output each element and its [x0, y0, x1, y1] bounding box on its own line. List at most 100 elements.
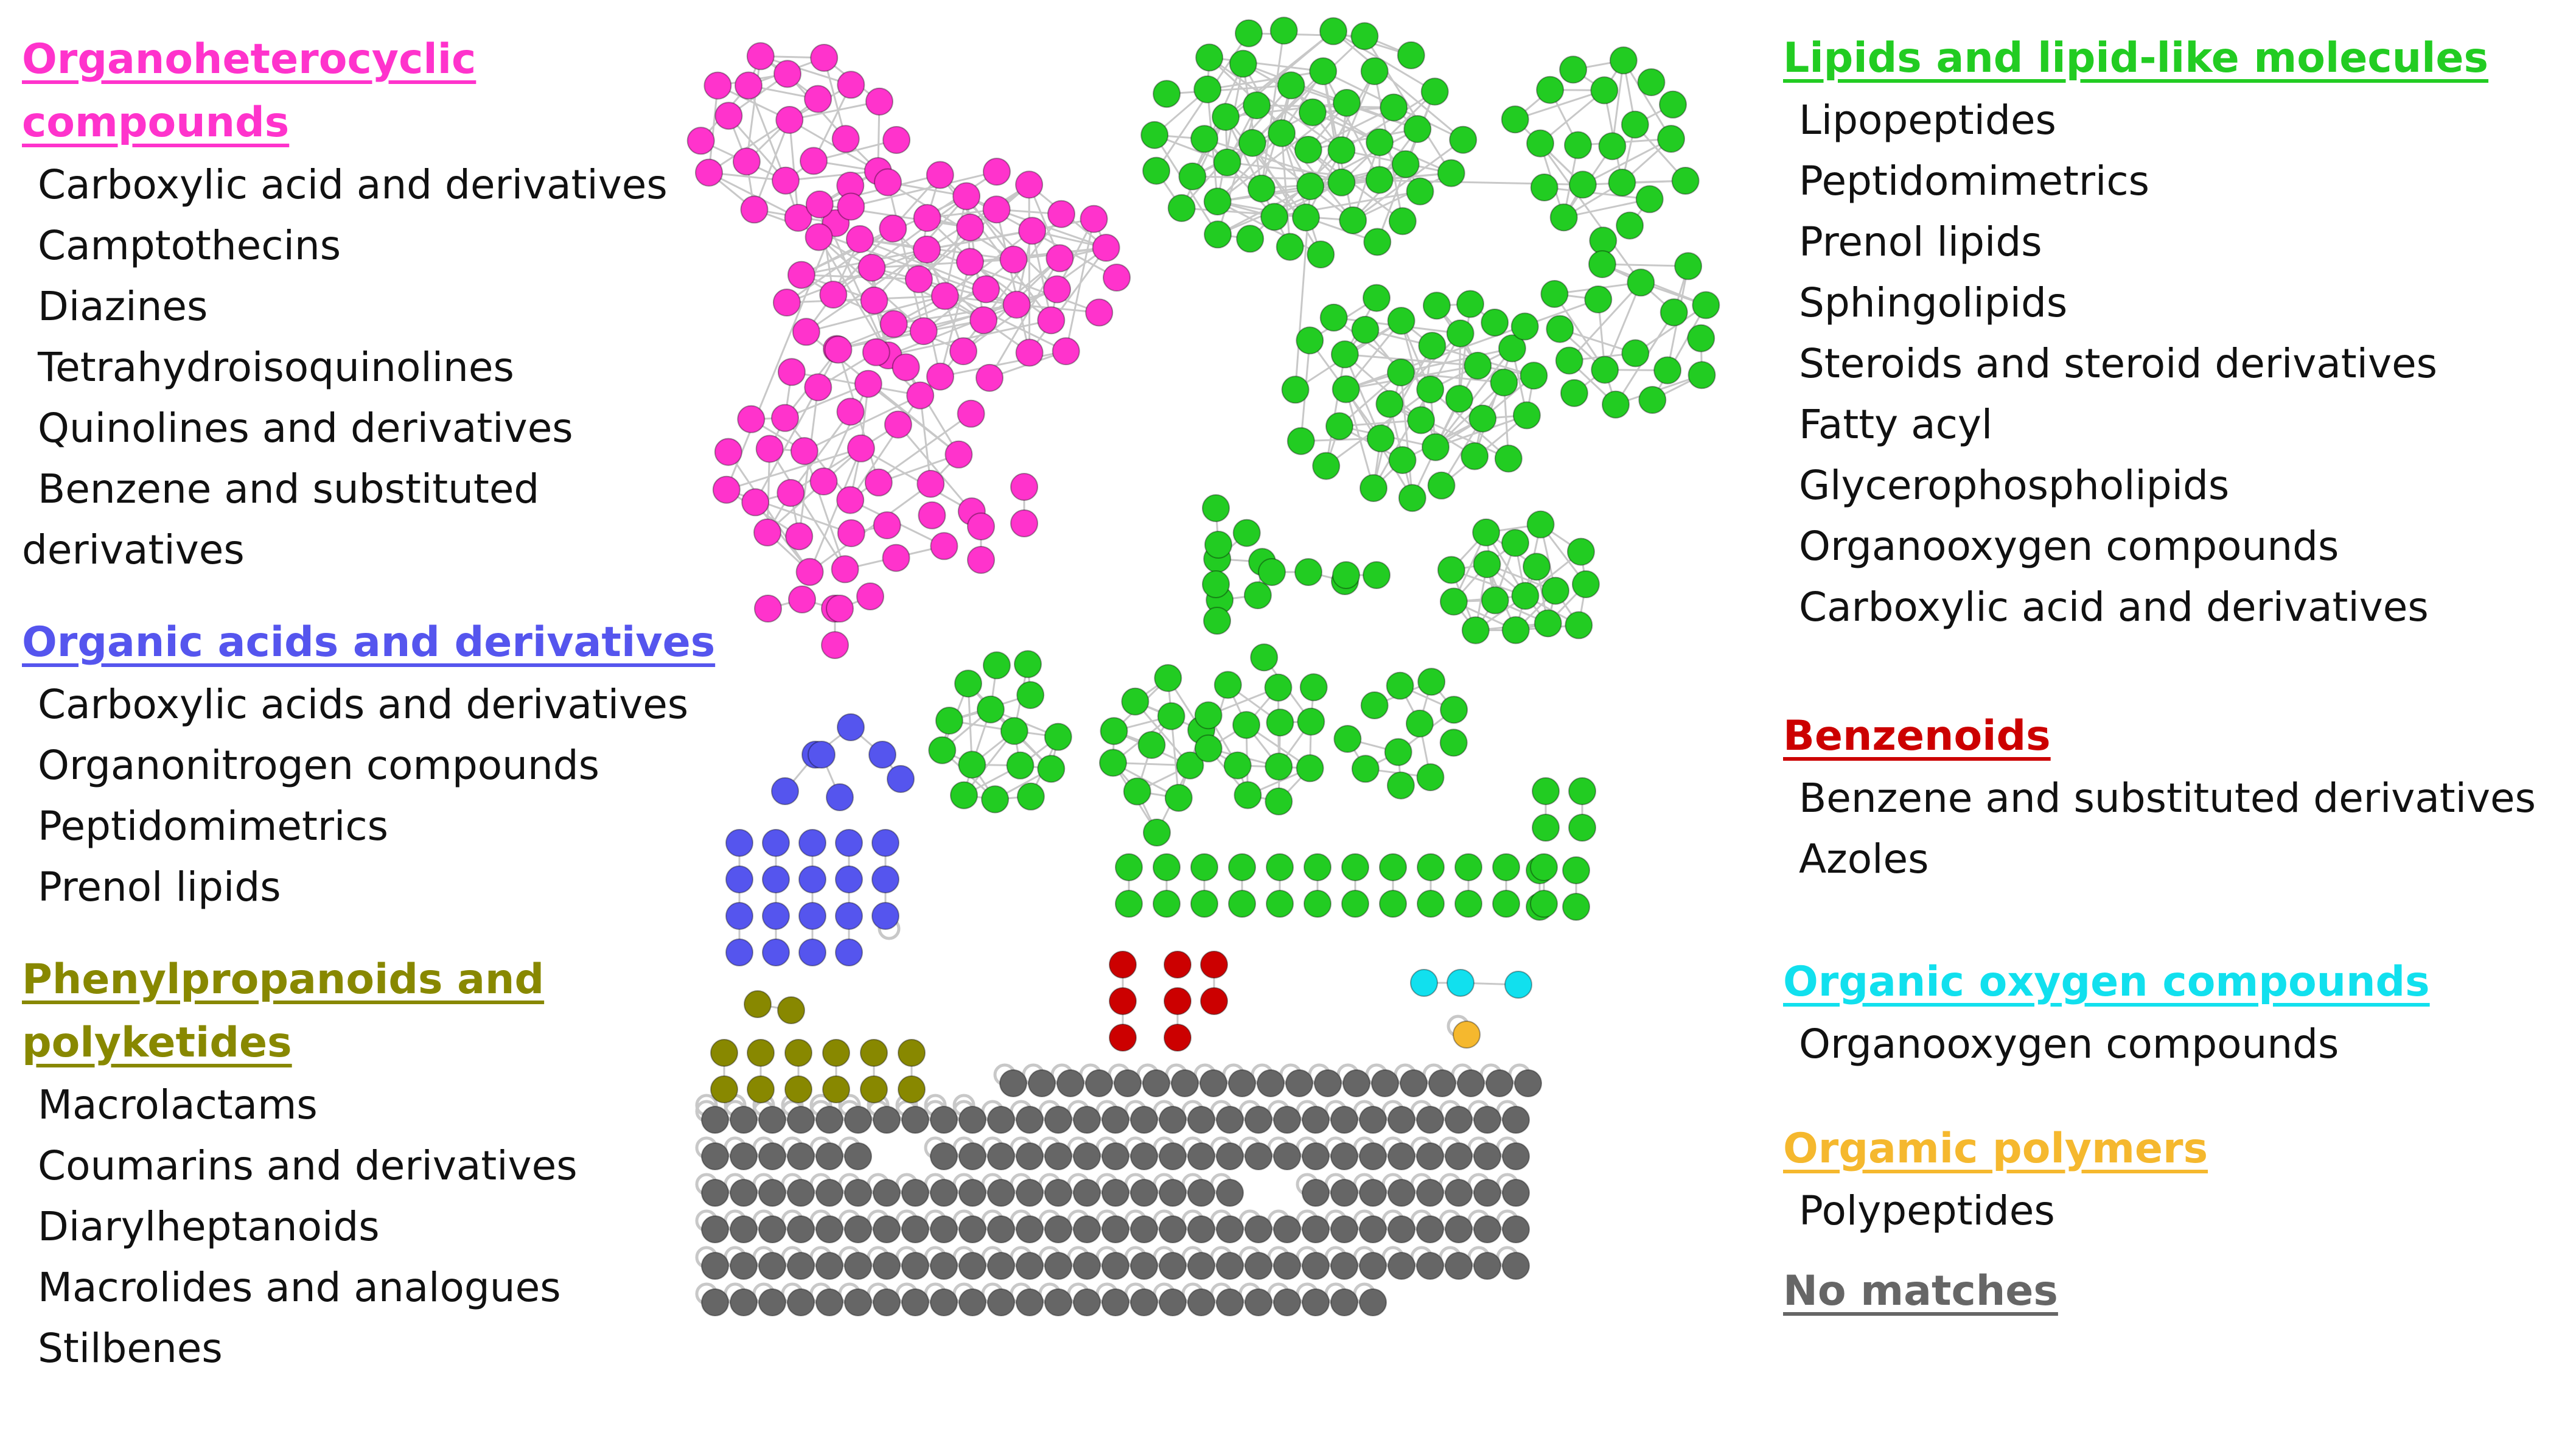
- node-lipids: [1688, 361, 1716, 389]
- node-lipids: [1511, 582, 1540, 610]
- network-edge: [1544, 186, 1650, 200]
- node-no-match: [787, 1142, 815, 1170]
- node-no-match: [873, 1288, 901, 1316]
- legend-item: Peptidomimetrics: [38, 803, 388, 850]
- node-lipids: [1099, 749, 1127, 777]
- legend-item: Organonitrogen compounds: [38, 742, 600, 789]
- network-edge: [1333, 30, 1436, 93]
- node-lipids: [1142, 156, 1171, 185]
- node-no-match: [1101, 1215, 1129, 1243]
- node-organoheterocyclic: [904, 265, 933, 293]
- node-no-match: [1359, 1215, 1387, 1243]
- network-edge: [789, 119, 879, 172]
- node-organic-acids: [868, 741, 896, 769]
- node-no-match: [1114, 1069, 1142, 1097]
- node-lipids: [1312, 452, 1341, 480]
- node-phenylpropanoids: [860, 1039, 888, 1067]
- node-organic-acids: [798, 865, 826, 893]
- network-edge: [784, 417, 851, 501]
- node-lipids: [1190, 853, 1218, 881]
- node-lipids: [1638, 386, 1667, 414]
- node-lipids: [1325, 412, 1353, 441]
- node-lipids: [1530, 853, 1558, 881]
- node-no-match: [1416, 1252, 1444, 1280]
- node-no-match: [1473, 1142, 1501, 1170]
- network-edge: [786, 248, 927, 304]
- node-phenylpropanoids: [784, 1075, 812, 1103]
- node-phenylpropanoids: [747, 1039, 775, 1067]
- node-no-match: [815, 1179, 843, 1207]
- legend-group-phenylpropanoids: Phenylpropanoids and polyketides Macrola…: [22, 948, 697, 1379]
- node-lipids: [982, 651, 1011, 680]
- node-organoheterocyclic: [916, 470, 945, 498]
- node-no-match: [1387, 1142, 1415, 1170]
- node-lipids: [1264, 673, 1293, 702]
- node-lipids: [1568, 170, 1597, 199]
- node-no-match: [1016, 1252, 1044, 1280]
- network-edge: [893, 304, 1017, 325]
- node-lipids: [1350, 22, 1379, 51]
- node-no-match: [1502, 1179, 1530, 1207]
- node-lipids: [954, 669, 982, 698]
- node-organoheterocyclic: [1010, 473, 1038, 501]
- node-lipids: [1526, 510, 1555, 539]
- node-lipids: [1266, 708, 1294, 737]
- node-no-match: [815, 1142, 843, 1170]
- network-edge: [919, 395, 932, 484]
- node-organoheterocyclic: [784, 203, 812, 232]
- node-no-match: [1142, 1069, 1170, 1097]
- node-organoheterocyclic: [775, 106, 804, 134]
- node-lipids: [1363, 228, 1392, 256]
- node-no-match: [815, 1106, 843, 1134]
- node-lipids: [1204, 531, 1232, 559]
- node-no-match: [1159, 1106, 1187, 1134]
- network-edge: [812, 84, 852, 162]
- node-lipids: [1154, 664, 1182, 693]
- node-no-match: [1445, 1215, 1473, 1243]
- node-no-match: [1473, 1106, 1501, 1134]
- node-organoheterocyclic: [810, 44, 839, 72]
- network-edge: [788, 119, 800, 218]
- node-no-match: [787, 1252, 815, 1280]
- network-edge: [754, 386, 819, 503]
- node-lipids: [1501, 105, 1529, 134]
- node-no-match: [1244, 1142, 1272, 1170]
- node-organoheterocyclic: [1015, 170, 1044, 199]
- node-lipids: [1562, 893, 1590, 921]
- node-no-match: [730, 1288, 758, 1316]
- legend-item: Glycerophospholipids: [1799, 462, 2230, 509]
- node-lipids: [1388, 207, 1417, 236]
- node-lipids: [1380, 93, 1408, 122]
- node-organoheterocyclic: [755, 435, 784, 463]
- node-benzenoids: [1200, 951, 1228, 979]
- node-organoheterocyclic: [695, 158, 723, 187]
- node-lipids: [1440, 696, 1468, 724]
- node-no-match: [1044, 1252, 1072, 1280]
- node-no-match: [958, 1288, 986, 1316]
- network-edge: [1322, 71, 1342, 183]
- node-organoheterocyclic: [740, 195, 769, 224]
- network-edge: [1400, 372, 1414, 498]
- node-lipids: [1294, 136, 1322, 164]
- node-organoheterocyclic: [737, 405, 766, 433]
- node-lipids: [1534, 609, 1562, 638]
- network-edge: [809, 483, 932, 573]
- node-organoheterocyclic: [952, 182, 981, 211]
- node-no-match: [844, 1215, 872, 1243]
- node-lipids: [1589, 226, 1618, 255]
- node-organoheterocyclic: [864, 468, 893, 497]
- node-lipids: [1657, 125, 1685, 153]
- node-lipids: [1687, 324, 1716, 352]
- node-organic-acids: [725, 902, 753, 930]
- legend-title-polymers: Orgamic polymers: [1783, 1125, 2208, 1173]
- network-edge: [1065, 218, 1095, 352]
- node-no-match: [1244, 1106, 1272, 1134]
- node-lipids: [1532, 777, 1560, 805]
- node-no-match: [1130, 1142, 1158, 1170]
- node-lipids: [1584, 285, 1613, 313]
- node-organoheterocyclic: [836, 397, 865, 426]
- network-edge: [784, 383, 869, 419]
- node-organic-acids: [835, 902, 863, 930]
- network-edge: [753, 119, 791, 210]
- node-lipids: [1621, 110, 1649, 139]
